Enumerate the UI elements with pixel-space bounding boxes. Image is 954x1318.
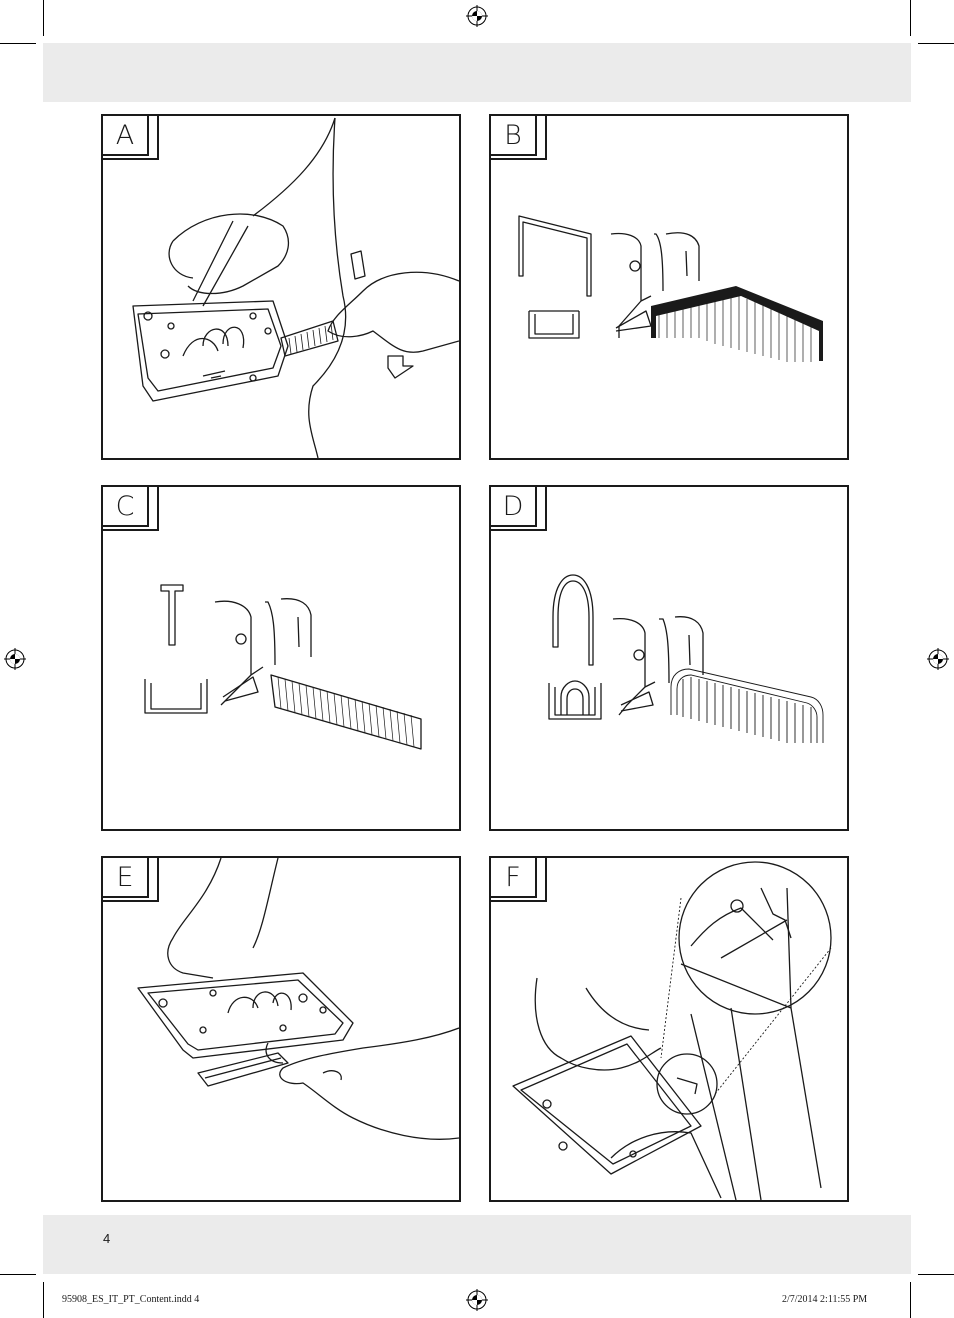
crop-mark xyxy=(910,1282,911,1318)
crop-mark xyxy=(43,0,44,36)
panel-b: B xyxy=(489,114,849,460)
stapler-unload-illustration xyxy=(132,117,459,458)
panel-e: E xyxy=(101,856,461,1202)
panel-d: D xyxy=(489,485,849,831)
panel-a: A xyxy=(101,114,461,460)
brad-nail-illustration xyxy=(144,584,422,750)
panel-label: A xyxy=(103,116,149,156)
header-band xyxy=(43,43,911,102)
registration-mark-icon xyxy=(466,1289,488,1311)
registration-mark-icon xyxy=(927,648,949,670)
panel-label: B xyxy=(491,116,537,156)
page-number: 4 xyxy=(103,1231,111,1246)
crop-mark xyxy=(0,43,36,44)
stapler-press-detail-illustration xyxy=(512,861,832,1200)
registration-mark-icon xyxy=(4,648,26,670)
panel-label-tab: C xyxy=(101,485,159,531)
panel-label: F xyxy=(491,858,537,898)
panel-f: F xyxy=(489,856,849,1202)
slug-timestamp: 2/7/2014 2:11:55 PM xyxy=(782,1294,868,1305)
crop-mark xyxy=(918,1274,954,1275)
panel-label-tab: B xyxy=(489,114,547,160)
crop-mark xyxy=(0,1274,36,1275)
crop-mark xyxy=(910,0,911,36)
panel-label-tab: D xyxy=(489,485,547,531)
panel-label: D xyxy=(491,487,537,527)
stapler-load-illustration xyxy=(137,858,459,1140)
panel-label-tab: A xyxy=(101,114,159,160)
panel-label-tab: E xyxy=(101,856,159,902)
panel-label: E xyxy=(103,858,149,898)
panel-c: C xyxy=(101,485,461,831)
crop-mark xyxy=(918,43,954,44)
panel-label: C xyxy=(103,487,149,527)
registration-mark-icon xyxy=(466,5,488,27)
flat-staple-illustration xyxy=(518,215,823,362)
footer-band xyxy=(43,1215,911,1274)
round-staple-illustration xyxy=(548,574,824,743)
panel-label-tab: F xyxy=(489,856,547,902)
slug-file-name: 95908_ES_IT_PT_Content.indd 4 xyxy=(62,1294,200,1305)
crop-mark xyxy=(43,1282,44,1318)
